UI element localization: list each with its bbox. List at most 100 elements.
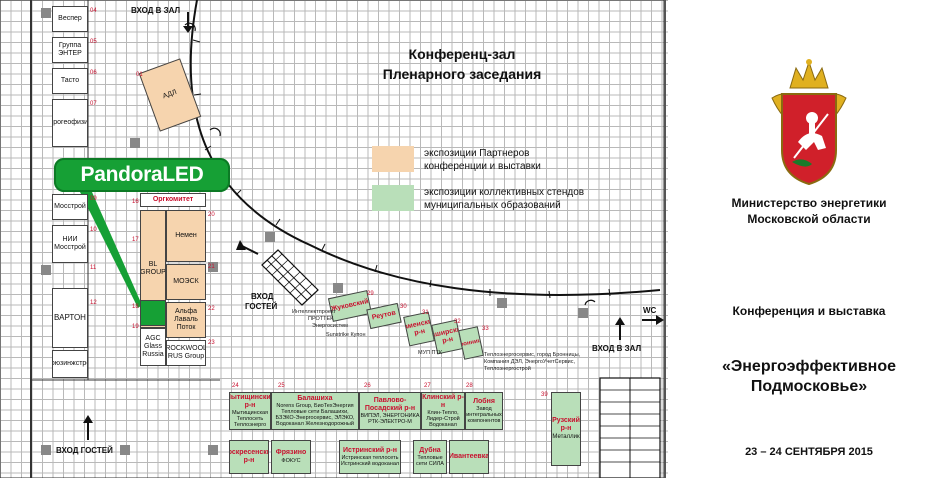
booth-fryazino[interactable]: Фрязино ФОКУС: [271, 440, 311, 474]
arrow-right-icon: [642, 315, 664, 325]
booth-label: Ивантеевка: [449, 453, 489, 460]
booth-label: BL GROUP: [140, 261, 166, 276]
booth-label: Веспер: [58, 15, 82, 22]
booth-vesper[interactable]: Веспер: [52, 6, 88, 32]
booth-label: Истринский р-н: [343, 447, 397, 454]
ministry-line1: Министерство энергетики: [731, 196, 887, 210]
pillar: [333, 283, 343, 293]
booth-number: 01: [136, 72, 143, 78]
booth-label: Каширский р-н: [431, 325, 463, 345]
booth-aerogeofizika[interactable]: Аэрогеофизика: [52, 99, 88, 147]
hall-title: Конференц-зал Пленарного заседания: [362, 44, 562, 84]
event-line2: Подмосковье»: [750, 378, 868, 395]
wc-label: WC: [643, 306, 657, 315]
sponsor-badge-pandoraled[interactable]: PandoraLED: [54, 158, 230, 192]
booth-number: 24: [232, 383, 239, 389]
booth-soyuzinzhstroy[interactable]: Союзинжстрой: [52, 350, 88, 378]
event-dates: 23 – 24 СЕНТЯБРЯ 2015: [745, 446, 873, 458]
booth-dubna[interactable]: Дубна Тепловые сети СИЛА: [413, 440, 447, 474]
booth-sublabel: Металлик: [552, 434, 580, 440]
booth-istrinsky[interactable]: Истринский р-н Истринская теплосеть Истр…: [339, 440, 401, 474]
ministry-name: Министерство энергетики Московской облас…: [668, 195, 950, 227]
note: МУП ПТК: [418, 350, 443, 356]
booth-gruppa-enter[interactable]: Группа ЭНТЕР: [52, 37, 88, 63]
pillar: [41, 8, 51, 18]
booth-label: Бронницы: [458, 336, 484, 350]
booth-varton[interactable]: ВАРТОН: [52, 288, 88, 348]
booth-number: 26: [364, 383, 371, 389]
booth-label: Рузский р-н: [552, 417, 580, 432]
booth-rockwool[interactable]: ROCKWOOL RUS Group: [166, 340, 206, 366]
booth-ruzsky[interactable]: Рузский р-н Металлик: [551, 392, 581, 466]
note: Интеллектпроект: [292, 309, 336, 315]
booth-number: 06: [90, 70, 97, 76]
door-right-icon: [584, 299, 596, 306]
pillar: [41, 265, 51, 275]
legend-swatch-municipal: [372, 185, 414, 211]
booth-label: AGC Glass Russia: [142, 335, 164, 358]
booth-number: 33: [482, 326, 489, 332]
entrance-label-top: ВХОД В ЗАЛ: [131, 6, 181, 15]
booth-number: 32: [454, 319, 461, 325]
booth-label: Дубна: [419, 447, 441, 454]
booth-number: 18: [132, 304, 139, 310]
pillar: [578, 308, 588, 318]
booth-nemen[interactable]: Немен: [166, 210, 206, 262]
booth-label: Оргкомитет: [152, 196, 194, 203]
booth-klinsky[interactable]: Клинский р-н Клин-Тепло, Лидер-Строй Вод…: [421, 392, 465, 430]
booth-number: 27: [424, 383, 431, 389]
note: Sunstrike Купон: [326, 332, 366, 338]
booth-ivanteevka[interactable]: Ивантеевка: [449, 440, 489, 474]
hall-arc-ticks: [192, 39, 611, 299]
booth-label: Альфа Лаваль Поток: [174, 308, 198, 331]
booth-number: 31: [422, 310, 429, 316]
arrow-down-icon: [183, 12, 193, 33]
note: ПРОТТЕК: [308, 316, 334, 322]
booth-mytishchinsky[interactable]: Мытищинский р-н Мытищинская Теплосеть Те…: [229, 392, 271, 430]
legend-municipal-line2: муниципальных образований: [424, 200, 561, 211]
booth-voskresensky[interactable]: Воскресенский р-н: [229, 440, 269, 474]
booth-number: 17: [132, 237, 139, 243]
entrance-label-right: ВХОД В ЗАЛ: [592, 344, 642, 353]
booth-sublabel: Norens Group, БиоТехЭнергия Тепловые сет…: [275, 403, 355, 427]
booth-number: 23: [208, 340, 215, 346]
staircase-icon: [261, 249, 319, 306]
booth-label: Тасто: [60, 77, 80, 84]
booth-tasto[interactable]: Тасто: [52, 68, 88, 94]
booth-orgkomitet[interactable]: Оргкомитет: [140, 193, 206, 207]
booth-label: Жуковский: [330, 298, 370, 313]
pillar: [130, 138, 140, 148]
booth-label: Воскресенский р-н: [230, 449, 268, 464]
booth-label: Немен: [175, 232, 197, 239]
arrow-up-icon: [83, 415, 93, 440]
booth-label: Раменский р-н: [403, 317, 435, 337]
booth-number: 05: [90, 39, 97, 45]
booth-moesk[interactable]: МОЭСК: [166, 264, 206, 300]
booth-nii-mosstroy[interactable]: НИИ Мосстрой: [52, 225, 88, 263]
hall-title-line2: Пленарного заседания: [382, 66, 542, 82]
booth-alfa-laval[interactable]: Альфа Лаваль Поток: [166, 302, 206, 338]
legend-swatch-partner: [372, 146, 414, 172]
guests-entrance-label-left: ВХОД ГОСТЕЙ: [56, 446, 113, 455]
booth-number: 11: [90, 265, 97, 271]
booth-sublabel: Истринская теплосеть Истринский водокана…: [340, 455, 400, 467]
booth-number: 25: [278, 383, 285, 389]
booth-number: 16: [132, 199, 139, 205]
booth-label: Лобня: [473, 398, 495, 405]
booth-pavlovo-posadsky[interactable]: Павлово-Посадский р-н ВИПЭЛ, ЭНЕРГОНИКА …: [359, 392, 421, 430]
note: Теплоэнергострой: [484, 366, 531, 372]
booth-pandoraled[interactable]: [140, 300, 166, 326]
sponsor-pointer: [80, 192, 142, 308]
booth-label: Союзинжстрой: [53, 360, 87, 367]
booth-mosstroy[interactable]: Мосстрой: [52, 194, 88, 220]
booth-number: 21: [208, 264, 215, 270]
booth-balashikha[interactable]: Балашиха Norens Group, БиоТехЭнергия Теп…: [271, 392, 359, 430]
legend-text-partner: экспозиции Партнеров конференции и выста…: [424, 147, 541, 173]
pillar: [497, 298, 507, 308]
booth-lobnya[interactable]: Лобня Завод интегральных компонентов: [465, 392, 503, 430]
booth-label: МОЭСК: [173, 278, 199, 285]
guests-entrance-label-mid-2: ГОСТЕЙ: [245, 302, 278, 311]
event-line1: «Энергоэффективное: [721, 358, 896, 375]
legend-partner-line2: конференции и выставки: [424, 161, 541, 172]
booth-agc[interactable]: AGC Glass Russia: [140, 328, 166, 366]
